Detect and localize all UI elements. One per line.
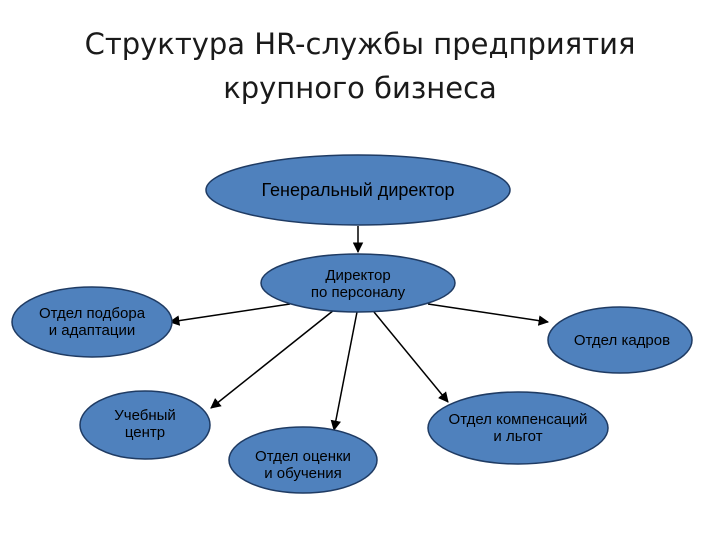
edge-to-personnel [427,303,550,326]
edge-to-recruitment [168,303,291,326]
node-personnel: Отдел кадров [547,306,693,374]
node-label-line: и адаптации [49,322,136,339]
node-label-line: и обучения [264,465,342,482]
node-label-line: Учебный [114,407,176,424]
node-label-line: центр [125,424,165,441]
node-label-line: Директор [325,267,390,284]
title-line-2: крупного бизнеса [223,71,497,105]
node-label-line: и льгот [493,428,542,445]
node-label-line: по персоналу [311,284,406,301]
page-title: Структура HR-службы предприятия крупного… [0,22,720,110]
node-label-line: Отдел подбора [39,305,146,322]
edge-to-training-center [210,309,335,409]
title-line-1: Структура HR-службы предприятия [84,27,636,61]
edge-to-assessment [330,311,358,432]
node-ceo-label: Генеральный директор [261,180,454,200]
node-ceo: Генеральный директор [205,154,511,226]
edge-to-compensation [373,311,449,403]
node-label-line: Отдел компенсаций [449,411,588,428]
node-label-line: Генеральный директор [261,180,454,200]
node-personnel-label: Отдел кадров [574,332,670,349]
node-label-line: Отдел кадров [574,332,670,349]
node-label-line: Отдел оценки [255,448,351,465]
